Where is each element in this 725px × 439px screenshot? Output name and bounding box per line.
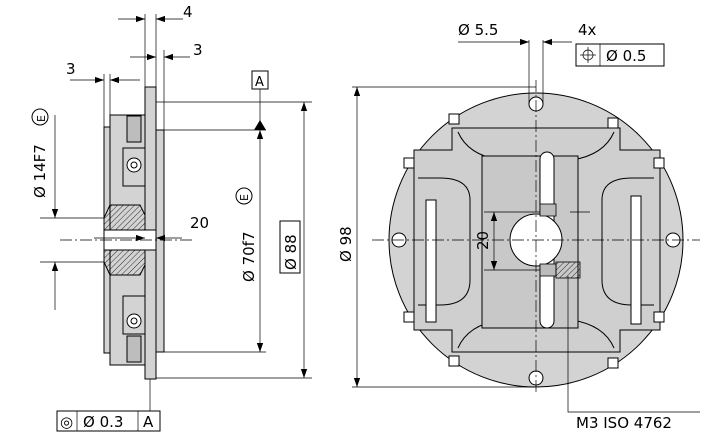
dim-4-label: 4 bbox=[183, 3, 193, 21]
datum-a-label: A bbox=[255, 75, 264, 90]
screw-leader bbox=[567, 276, 700, 413]
envelope-symbol-bore bbox=[31, 108, 49, 126]
svg-text:E: E bbox=[238, 194, 251, 201]
set-screw-bottom bbox=[539, 263, 557, 277]
dim-pilot-label: Ø 70f7 bbox=[240, 232, 258, 283]
envelope-symbol-pilot bbox=[235, 187, 253, 205]
corner-screw-lt bbox=[403, 157, 415, 169]
dim-3-left-label: 3 bbox=[66, 60, 76, 78]
dim-hole-label: Ø 5.5 bbox=[458, 21, 498, 39]
fcf-position-tol: Ø 0.5 bbox=[606, 47, 646, 65]
fcf-concentricity-symbol: ◎ bbox=[60, 413, 73, 431]
corner-screw-rb bbox=[653, 311, 665, 323]
svg-text:E: E bbox=[35, 115, 48, 122]
dim-count-label: 4x bbox=[578, 21, 597, 39]
front-view: Ø 98 Ø 5.5 4x Ø 0.5 20 M3 ISO 4762 bbox=[337, 21, 700, 432]
slot-left bbox=[425, 199, 437, 323]
set-screw-top bbox=[539, 203, 557, 217]
screw-head-top bbox=[126, 115, 142, 143]
corner-screw-tr bbox=[607, 117, 619, 129]
fcf-concentricity-datum: A bbox=[143, 413, 154, 431]
fcf-concentricity bbox=[56, 410, 161, 432]
pilot-shoulder bbox=[155, 129, 165, 353]
corner-screw-br bbox=[607, 357, 619, 369]
screw-label: M3 ISO 4762 bbox=[576, 414, 672, 432]
dim-20-front-label: 20 bbox=[474, 231, 492, 250]
screw-m3-hatch bbox=[555, 261, 581, 279]
dim-bore-label: Ø 14F7 bbox=[31, 144, 49, 198]
slot-right bbox=[630, 195, 642, 325]
fcf-position bbox=[575, 43, 665, 67]
corner-screw-tl bbox=[448, 113, 460, 125]
dim-88-label: Ø 88 bbox=[282, 234, 300, 270]
dim-98-label: Ø 98 bbox=[337, 226, 355, 262]
screw-head-bottom bbox=[126, 335, 142, 363]
corner-screw-rt bbox=[653, 157, 665, 169]
fcf-concentricity-tol: Ø 0.3 bbox=[83, 413, 123, 431]
dim-3-mid-label: 3 bbox=[193, 41, 203, 59]
corner-screw-lb bbox=[403, 311, 415, 323]
side-view: 4 3 3 A Ø 14F7 E 20 Ø 70f7 bbox=[31, 3, 312, 432]
dim-88-basic-box bbox=[279, 220, 301, 274]
corner-screw-bl bbox=[448, 355, 460, 367]
dim-20-side-label: 20 bbox=[190, 214, 209, 232]
datum-a-triangle bbox=[254, 120, 266, 130]
